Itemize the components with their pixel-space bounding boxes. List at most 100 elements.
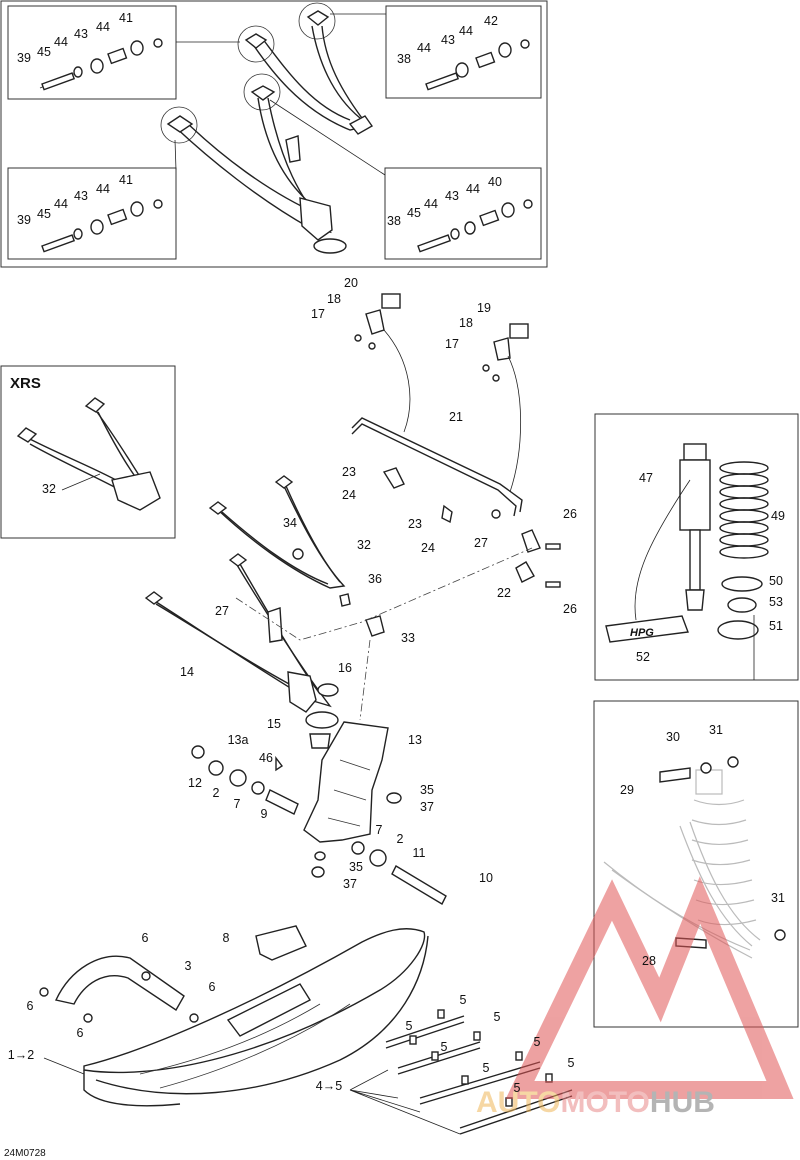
inset-box-lower-left xyxy=(7,167,177,260)
callout-number: 5 xyxy=(568,1056,575,1070)
callout-number: 4→5 xyxy=(316,1079,342,1093)
callout-number: 47 xyxy=(639,471,653,485)
callout-number: 11 xyxy=(413,846,426,860)
lower-a-arm-drawing xyxy=(160,73,347,254)
callout-number: 32 xyxy=(42,482,56,496)
a-arm-hardware-panel xyxy=(0,0,548,268)
callout-number: 46 xyxy=(259,751,273,765)
callout-number: 5 xyxy=(460,993,467,1007)
callout-number: 6 xyxy=(142,931,149,945)
callout-number: 15 xyxy=(267,717,281,731)
shock-decal: HPG xyxy=(605,615,689,643)
callout-number: 44 xyxy=(96,182,110,196)
callout-number: 26 xyxy=(563,507,577,521)
callout-number: 6 xyxy=(77,1026,84,1040)
callout-number: 44 xyxy=(54,35,68,49)
callout-number: 21 xyxy=(449,410,463,424)
callout-number: 7 xyxy=(234,797,241,811)
callout-number: 28 xyxy=(642,954,656,968)
callout-number: 27 xyxy=(215,604,229,618)
callout-number: 14 xyxy=(180,665,194,679)
callout-number: 32 xyxy=(357,538,371,552)
inset-box-upper-right xyxy=(385,5,542,99)
callout-number: 43 xyxy=(441,33,455,47)
callout-number: 2 xyxy=(397,832,404,846)
callout-number: 6 xyxy=(27,999,34,1013)
callout-number: 5 xyxy=(441,1040,448,1054)
diagram-code: 24M0728 xyxy=(4,1148,46,1159)
callout-number: 24 xyxy=(342,488,356,502)
watermark-hub: HUB xyxy=(650,1086,715,1119)
xrs-label: XRS xyxy=(10,375,41,392)
xrs-panel: XRS xyxy=(0,365,176,539)
callout-number: 53 xyxy=(769,595,783,609)
callout-number: 43 xyxy=(74,189,88,203)
callout-number: 22 xyxy=(497,586,511,600)
callout-number: 12 xyxy=(188,776,202,790)
callout-number: 37 xyxy=(343,877,357,891)
callout-number: 42 xyxy=(484,14,498,28)
callout-number: 41 xyxy=(119,173,133,187)
shock-badge-text: HPG xyxy=(630,627,654,639)
shock-install-panel xyxy=(593,700,799,1028)
callout-number: 16 xyxy=(338,661,352,675)
callout-number: 43 xyxy=(445,189,459,203)
shock-spring xyxy=(719,461,769,559)
callout-number: 45 xyxy=(37,207,51,221)
upper-a-arm-drawing xyxy=(237,2,374,135)
callout-number: 30 xyxy=(666,730,680,744)
callout-number: 27 xyxy=(474,536,488,550)
callout-number: 44 xyxy=(54,197,68,211)
callout-number: 52 xyxy=(636,650,650,664)
inset-box-lower-right xyxy=(384,167,542,260)
callout-number: 17 xyxy=(311,307,325,321)
callout-number: 23 xyxy=(342,465,356,479)
callout-number: 20 xyxy=(344,276,358,290)
callout-number: 5 xyxy=(494,1010,501,1024)
watermark-auto: AUTO xyxy=(476,1086,560,1119)
callout-number: 44 xyxy=(424,197,438,211)
callout-number: 50 xyxy=(769,574,783,588)
callout-number: 44 xyxy=(96,20,110,34)
callout-number: 39 xyxy=(17,51,31,65)
callout-number: 29 xyxy=(620,783,634,797)
inset-box-upper-left xyxy=(7,5,177,100)
bolt-set-upper-right xyxy=(425,39,530,91)
callout-number: 26 xyxy=(563,602,577,616)
callout-number: 13 xyxy=(408,733,422,747)
callout-number: 5 xyxy=(514,1081,521,1095)
callout-number: 8 xyxy=(223,931,230,945)
callout-number: 38 xyxy=(397,52,411,66)
callout-number: 40 xyxy=(488,175,502,189)
sway-bar-group xyxy=(351,293,561,588)
shock-panel: HPG xyxy=(594,413,799,681)
bolt-set-upper-left xyxy=(39,38,163,91)
callout-number: 34 xyxy=(283,516,297,530)
callout-number: 24 xyxy=(421,541,435,555)
callout-number: 45 xyxy=(37,45,51,59)
callout-number: 35 xyxy=(420,783,434,797)
callout-number: 18 xyxy=(327,292,341,306)
callout-number: 7 xyxy=(376,823,383,837)
callout-number: 23 xyxy=(408,517,422,531)
callout-number: 6 xyxy=(209,980,216,994)
callout-number: 43 xyxy=(74,27,88,41)
callout-number: 38 xyxy=(387,214,401,228)
callout-number: 19 xyxy=(477,301,491,315)
callout-number: 39 xyxy=(17,213,31,227)
callout-number: 44 xyxy=(459,24,473,38)
callout-number: 13a xyxy=(228,733,249,747)
callout-number: 5 xyxy=(406,1019,413,1033)
svg-text:AUTOMOTOHUB: AUTOMOTOHUB xyxy=(476,1086,715,1119)
callout-number: 35 xyxy=(349,860,363,874)
callout-number: 37 xyxy=(420,800,434,814)
callout-number: 18 xyxy=(459,316,473,330)
callout-number: 41 xyxy=(119,11,133,25)
callout-number: 17 xyxy=(445,337,459,351)
callout-number: 33 xyxy=(401,631,415,645)
callout-number: 45 xyxy=(407,206,421,220)
front-suspension-assembly xyxy=(144,475,533,905)
callout-number: 44 xyxy=(417,41,431,55)
callout-number: 5 xyxy=(483,1061,490,1075)
